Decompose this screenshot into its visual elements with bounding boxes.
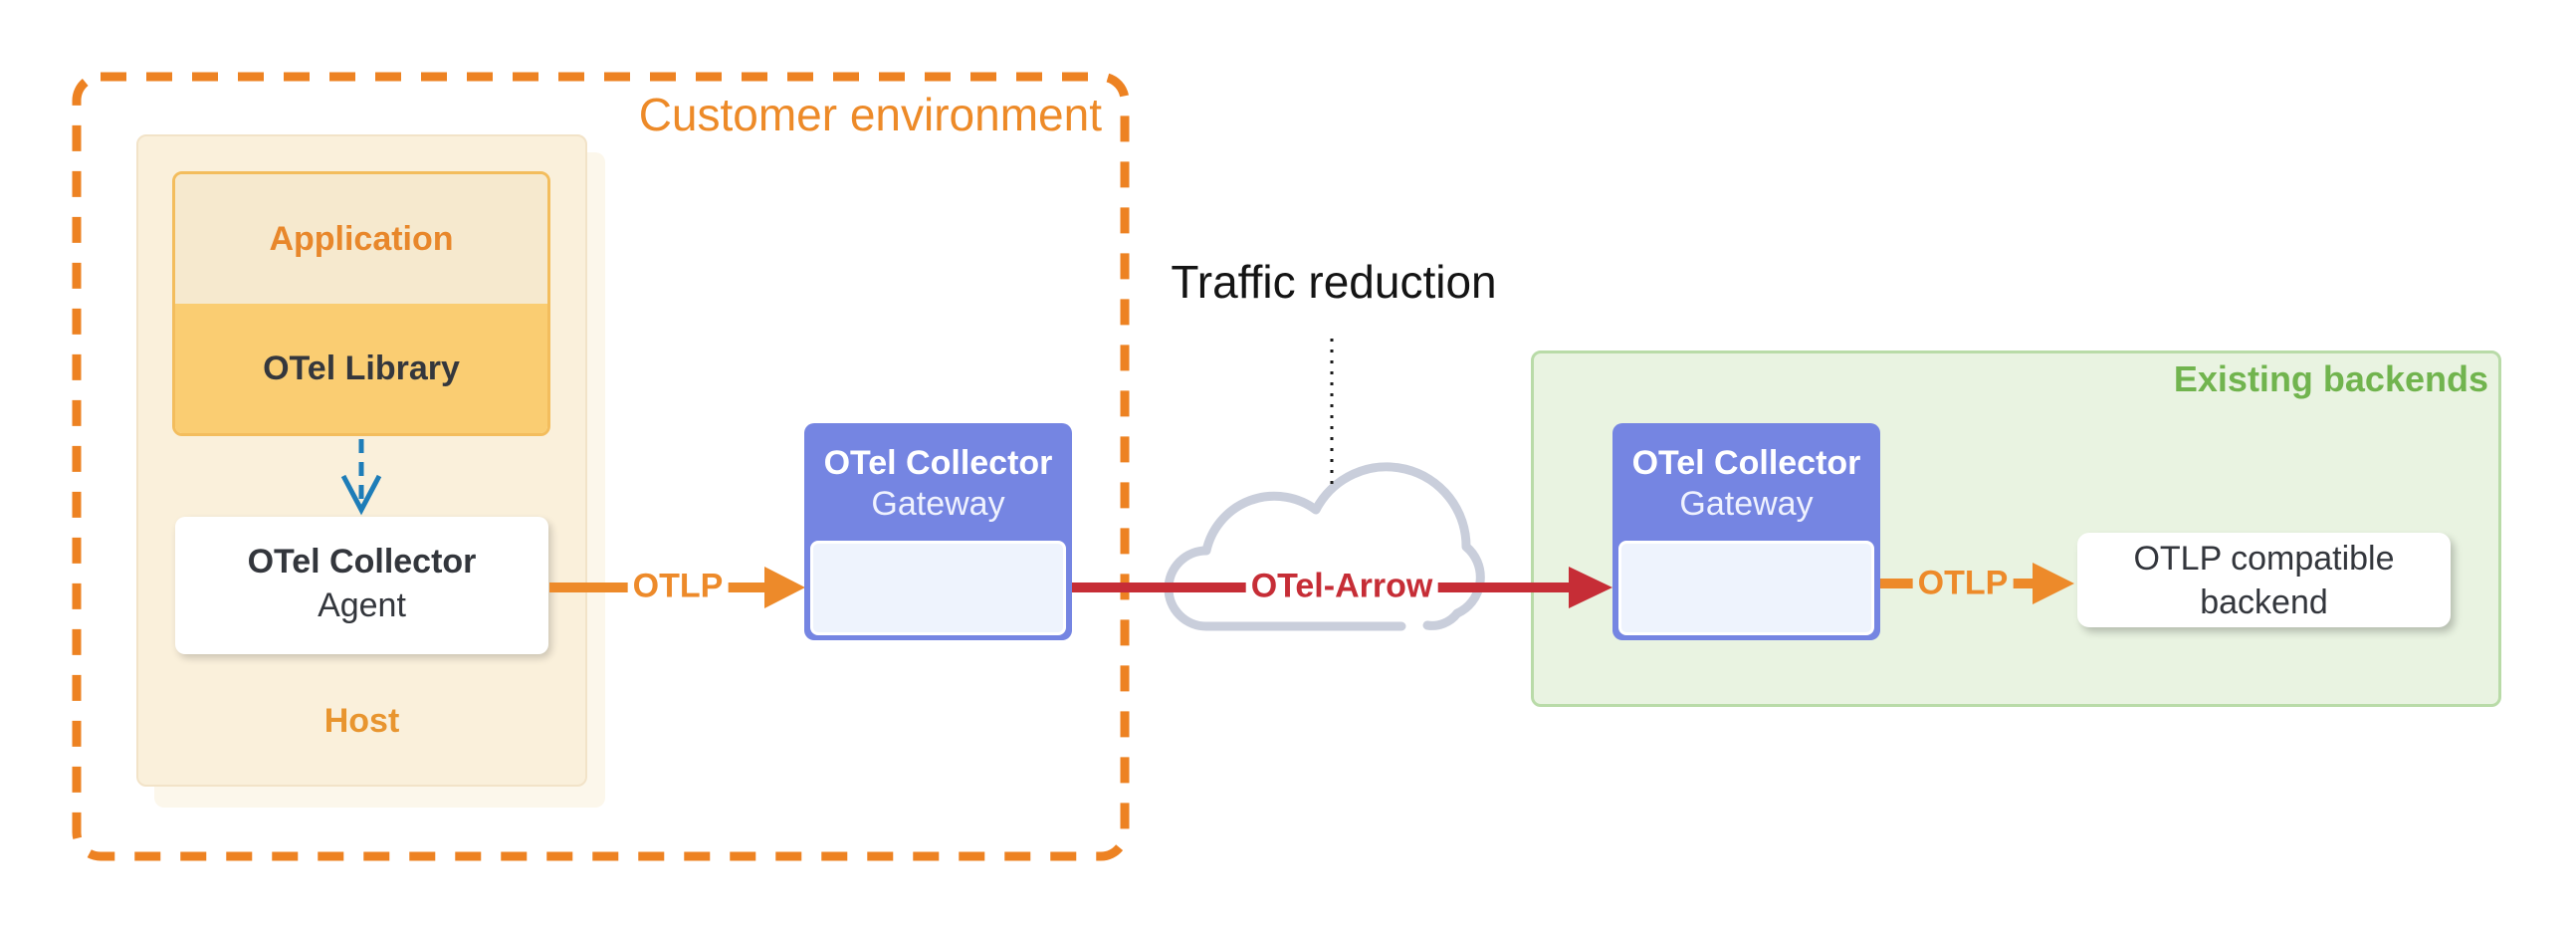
gateway-right-subtitle: Gateway — [1679, 485, 1814, 523]
gateway-node-left: OTel Collector Gateway — [804, 423, 1072, 640]
otlp-label-left: OTLP — [627, 567, 729, 606]
existing-backends-zone: Existing backends — [1531, 350, 2501, 707]
gateway-left-body — [810, 541, 1066, 635]
customer-environment-label: Customer environment — [638, 89, 1102, 140]
gateway-left-title: OTel Collector — [823, 444, 1053, 482]
otel-library-label: OTel Library — [263, 349, 460, 387]
otlp-label-right: OTLP — [1912, 564, 2014, 603]
existing-backends-label: Existing backends — [2173, 358, 2488, 399]
application-label: Application — [269, 219, 454, 258]
otlp-arrowhead-right — [2033, 563, 2074, 604]
customer-environment-boundary — [72, 72, 1130, 861]
otel-library-section: OTel Library — [175, 304, 547, 433]
otel-collector-agent-node: OTel Collector Agent — [175, 517, 548, 654]
otel-arrow-arrowhead — [1569, 567, 1612, 608]
gateway-right-title: OTel Collector — [1631, 444, 1861, 482]
traffic-reduction-label: Traffic reduction — [1171, 256, 1497, 308]
host-label: Host — [323, 702, 400, 740]
gateway-left-subtitle: Gateway — [871, 485, 1005, 523]
application-section: Application — [175, 174, 547, 304]
otlp-backend-label: OTLP compatible backend — [2133, 539, 2395, 621]
agent-title: OTel Collector — [247, 543, 477, 581]
application-stack: Application OTel Library — [172, 171, 550, 436]
gateway-node-right: OTel Collector Gateway — [1612, 423, 1880, 640]
otlp-backend-node: OTLP compatible backend — [2077, 533, 2451, 627]
gateway-right-body — [1618, 541, 1874, 635]
otlp-arrowhead-left — [764, 567, 805, 608]
otel-arrow-label: OTel-Arrow — [1245, 567, 1438, 606]
agent-subtitle: Agent — [318, 586, 406, 624]
instrumentation-arrowhead — [340, 474, 382, 516]
